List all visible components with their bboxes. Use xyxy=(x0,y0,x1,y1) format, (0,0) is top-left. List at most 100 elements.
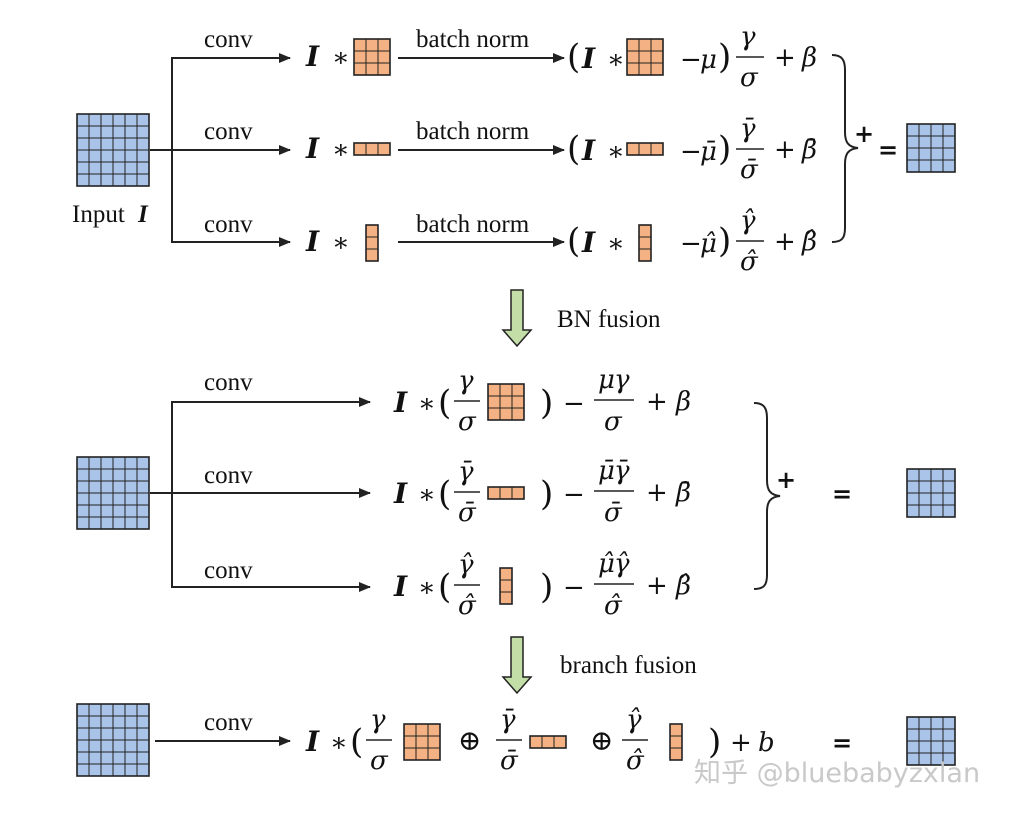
minus-sign: − xyxy=(680,45,702,75)
grid-cell xyxy=(112,125,126,139)
grid-cell xyxy=(124,113,138,127)
grid-cell xyxy=(76,137,90,151)
grid-cell xyxy=(76,113,90,127)
grid-cell xyxy=(487,395,501,409)
sigma-symbol: σ̂ xyxy=(604,591,623,621)
grid-cell xyxy=(906,504,920,518)
grid-cell xyxy=(930,740,944,754)
grid-cell xyxy=(930,159,944,173)
grid-outline xyxy=(626,38,664,76)
beta-symbol: β̂ xyxy=(675,571,691,601)
mean-gamma-symbol: μ̄ xyxy=(598,456,615,486)
grid-cell xyxy=(124,149,138,163)
grid-cell xyxy=(906,492,920,506)
beta-symbol: β̄ xyxy=(675,478,691,508)
grid-cell xyxy=(942,468,956,482)
grid-cell xyxy=(124,468,138,482)
grid-cell xyxy=(377,50,391,64)
grid-outline xyxy=(76,456,150,530)
equals-sign: = xyxy=(878,135,898,164)
grid-outline xyxy=(403,723,441,761)
grid-cell xyxy=(669,723,683,737)
grid-cell xyxy=(638,62,652,76)
grid-cell xyxy=(124,480,138,494)
grid-cell xyxy=(112,456,126,470)
grid-cell xyxy=(88,492,102,506)
grid-cell xyxy=(553,735,567,749)
grid-cell xyxy=(76,715,90,729)
grid-cell xyxy=(650,50,664,64)
sigma-symbol: σ̂ xyxy=(740,247,759,277)
branch-arrow-bottom xyxy=(171,493,371,592)
plus-sign: + xyxy=(646,387,668,417)
grid-outline xyxy=(638,224,652,262)
conv-label: conv xyxy=(204,557,253,584)
plus-sign: + xyxy=(646,478,668,508)
grid-cell xyxy=(112,727,126,741)
output-feature-map xyxy=(906,468,956,518)
sigma-symbol: σ̄ xyxy=(458,498,477,528)
grid-cell xyxy=(511,407,525,421)
grid-cell xyxy=(136,739,150,753)
sigma-symbol: σ xyxy=(370,746,389,776)
grid-cell xyxy=(112,149,126,163)
conv-operator: ∗ xyxy=(332,43,350,73)
grid-cell xyxy=(377,38,391,52)
conv-label: conv xyxy=(204,26,253,53)
grid-cell xyxy=(942,716,956,730)
grid-cell xyxy=(112,504,126,518)
grid-cell xyxy=(136,456,150,470)
grid-cell xyxy=(427,723,441,737)
grid-cell xyxy=(403,735,417,749)
input-symbol: I xyxy=(305,725,320,758)
grid-cell xyxy=(124,751,138,765)
grid-cell xyxy=(76,161,90,175)
direct-sum-operator: ⊕ xyxy=(590,724,613,757)
grid-cell xyxy=(906,728,920,742)
input-symbol: I xyxy=(581,134,596,167)
sigma-symbol: σ̄ xyxy=(500,746,519,776)
grid-cell xyxy=(918,135,932,149)
kernel-1x3 xyxy=(353,142,391,156)
grid-cell xyxy=(100,504,114,518)
grid-cell xyxy=(353,50,367,64)
grid-cell xyxy=(112,480,126,494)
grid-cell xyxy=(124,715,138,729)
grid-cell xyxy=(100,516,114,530)
grid-cell xyxy=(650,62,664,76)
grid-cell xyxy=(112,703,126,717)
grid-cell xyxy=(930,716,944,730)
conv-label: conv xyxy=(204,118,253,145)
kernel-1x3 xyxy=(626,142,664,156)
paren-left: ( xyxy=(438,474,451,514)
branch-fusion-label: branch fusion xyxy=(560,652,697,679)
sum-brace xyxy=(753,402,781,590)
grid-cell xyxy=(100,492,114,506)
sigma-symbol: σ xyxy=(740,63,759,93)
grid-outline xyxy=(353,38,391,76)
grid-cell xyxy=(112,739,126,753)
grid-cell xyxy=(377,62,391,76)
grid-cell xyxy=(136,480,150,494)
grid-cell xyxy=(88,703,102,717)
grid-cell xyxy=(353,62,367,76)
watermark: 知乎 @bluebabyzxlan xyxy=(694,758,980,789)
conv-operator: ∗ xyxy=(607,45,625,75)
grid-cell xyxy=(942,728,956,742)
kernel-1x3 xyxy=(487,486,525,500)
mean-gamma-symbol: μ̂ xyxy=(598,549,615,579)
grid-cell xyxy=(136,468,150,482)
grid-cell xyxy=(124,137,138,151)
plus-sign: + xyxy=(774,227,796,257)
conv-operator: ∗ xyxy=(332,135,350,165)
grid-cell xyxy=(930,468,944,482)
grid-cell xyxy=(76,516,90,530)
paren-left: ( xyxy=(567,129,580,169)
paren-right: ) xyxy=(540,474,553,514)
bias-symbol: b xyxy=(758,728,775,758)
batch-norm-label: batch norm xyxy=(416,26,530,53)
grid-cell xyxy=(76,149,90,163)
grid-cell xyxy=(76,125,90,139)
minus-sign: − xyxy=(563,573,585,603)
input-symbol: I xyxy=(137,201,149,228)
